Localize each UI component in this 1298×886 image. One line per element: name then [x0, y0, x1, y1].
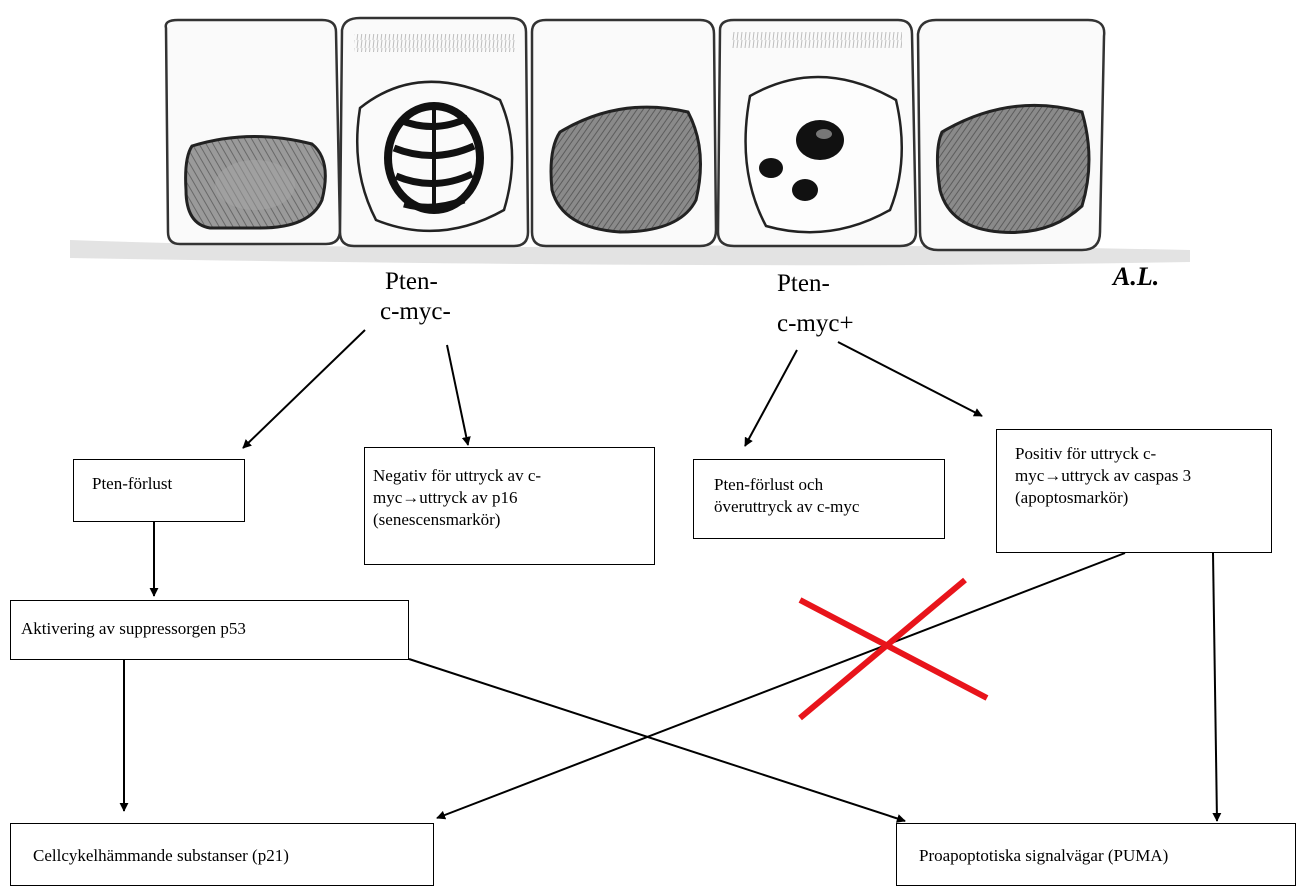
box-proapoptotiska-text: Proapoptotiska signalvägar (PUMA) [919, 845, 1285, 867]
box-cellcykel: Cellcykelhämmande substanser (p21) [10, 823, 434, 886]
box-pten-forlust-och-line1: Pten-förlust och [714, 474, 934, 496]
box-negativ-line1: Negativ för uttryck av c- [373, 465, 644, 487]
arrow-positiv-to-proapoptotiska [1213, 553, 1217, 821]
box-positiv-line3: (apoptosmarkör) [1015, 487, 1263, 509]
box-proapoptotiska: Proapoptotiska signalvägar (PUMA) [896, 823, 1296, 886]
arrow-to-positiv [838, 342, 982, 416]
box-positiv: Positiv för uttryck c- myc→uttryck av ca… [996, 429, 1272, 553]
arrow-positiv-to-cellcykel [437, 553, 1125, 818]
arrow-to-negativ [447, 345, 468, 445]
cell-4 [718, 20, 916, 246]
label-cmyc-minus: c-myc- [380, 296, 451, 327]
label-cmyc-plus: c-myc+ [777, 308, 854, 339]
box-aktivering-text: Aktivering av suppressorgen p53 [21, 618, 398, 640]
arrow-aktivering-to-proapoptotiska [409, 659, 905, 821]
box-pten-forlust-och-line2: överuttryck av c-myc [714, 496, 934, 518]
box-negativ-line2: myc→uttryck av p16 [373, 487, 644, 509]
box-negativ-line3: (senescensmarkör) [373, 509, 644, 531]
red-cross-mark [800, 580, 987, 718]
artist-signature: A.L. [1113, 262, 1159, 292]
cell-3 [532, 20, 716, 246]
box-pten-forlust-och: Pten-förlust och överuttryck av c-myc [693, 459, 945, 539]
label-pten-minus-right: Pten- [777, 268, 830, 299]
cell-2 [340, 18, 528, 246]
arrow-to-pten-forlust [243, 330, 365, 448]
box-pten-forlust-text: Pten-förlust [92, 473, 226, 495]
epithelial-cells-illustration [60, 0, 1200, 295]
arrow-to-pten-forlust-och [745, 350, 797, 446]
box-cellcykel-text: Cellcykelhämmande substanser (p21) [33, 845, 423, 867]
box-aktivering: Aktivering av suppressorgen p53 [10, 600, 409, 660]
cell-5 [918, 20, 1104, 250]
cell-1 [166, 20, 340, 244]
box-positiv-line2: myc→uttryck av caspas 3 [1015, 465, 1263, 487]
label-pten-minus-left: Pten- [385, 266, 438, 297]
box-positiv-line1: Positiv för uttryck c- [1015, 443, 1263, 465]
box-pten-forlust: Pten-förlust [73, 459, 245, 522]
box-negativ: Negativ för uttryck av c- myc→uttryck av… [364, 447, 655, 565]
